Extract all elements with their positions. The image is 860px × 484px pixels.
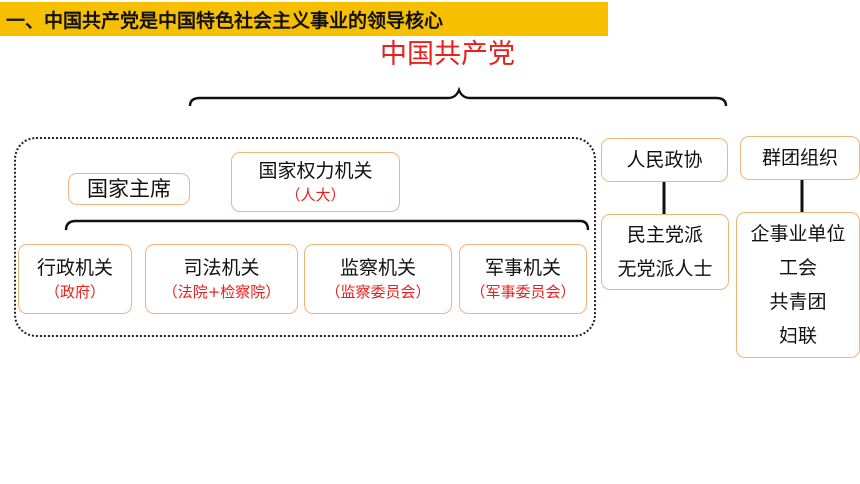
president-box: 国家主席 [68, 173, 190, 205]
section-header: 一、中国共产党是中国特色社会主义事业的领导核心 [0, 2, 608, 36]
organ-label: 行政机关 [36, 257, 113, 279]
power-organ-box: 国家权力机关 （人大） [231, 152, 400, 212]
cppcc-member: 无党派人士 [617, 258, 713, 280]
organ-sub: （监察委员会） [325, 283, 431, 301]
organ-sub: （政府） [44, 283, 105, 301]
mass-org-member: 共青团 [769, 291, 827, 313]
party-title: 中国共产党 [380, 39, 515, 70]
mass-org-members-box: 企事业单位 工会 共青团 妇联 [736, 212, 860, 358]
mass-org-member: 企事业单位 [750, 223, 846, 245]
organs-brace [64, 219, 590, 231]
mass-org-member: 妇联 [778, 325, 817, 347]
cppcc-members-box: 民主党派 无党派人士 [601, 214, 729, 290]
organ-box-executive: 行政机关 （政府） [18, 244, 132, 314]
organ-box-judicial: 司法机关 （法院+检察院） [145, 244, 298, 314]
mass-org-member: 工会 [778, 257, 817, 279]
cppcc-label: 人民政协 [626, 149, 703, 171]
section-title: 一、中国共产党是中国特色社会主义事业的领导核心 [6, 9, 444, 32]
organ-label: 司法机关 [183, 257, 260, 279]
president-label: 国家主席 [87, 177, 171, 201]
top-brace [188, 86, 728, 107]
organ-label: 军事机关 [484, 257, 561, 279]
power-organ-sub: （人大） [285, 186, 346, 204]
cppcc-box: 人民政协 [601, 138, 728, 182]
power-organ-label: 国家权力机关 [258, 160, 373, 182]
organ-box-military: 军事机关 （军事委员会） [459, 244, 587, 314]
organ-box-supervisory: 监察机关 （监察委员会） [304, 244, 452, 314]
mass-org-label: 群团组织 [761, 147, 838, 169]
mass-org-box: 群团组织 [740, 136, 860, 180]
organ-sub: （军事委员会） [470, 283, 576, 301]
organ-label: 监察机关 [339, 257, 416, 279]
cppcc-member: 民主党派 [626, 224, 703, 246]
state-organs-group [14, 137, 596, 337]
organ-sub: （法院+检察院） [162, 283, 281, 301]
